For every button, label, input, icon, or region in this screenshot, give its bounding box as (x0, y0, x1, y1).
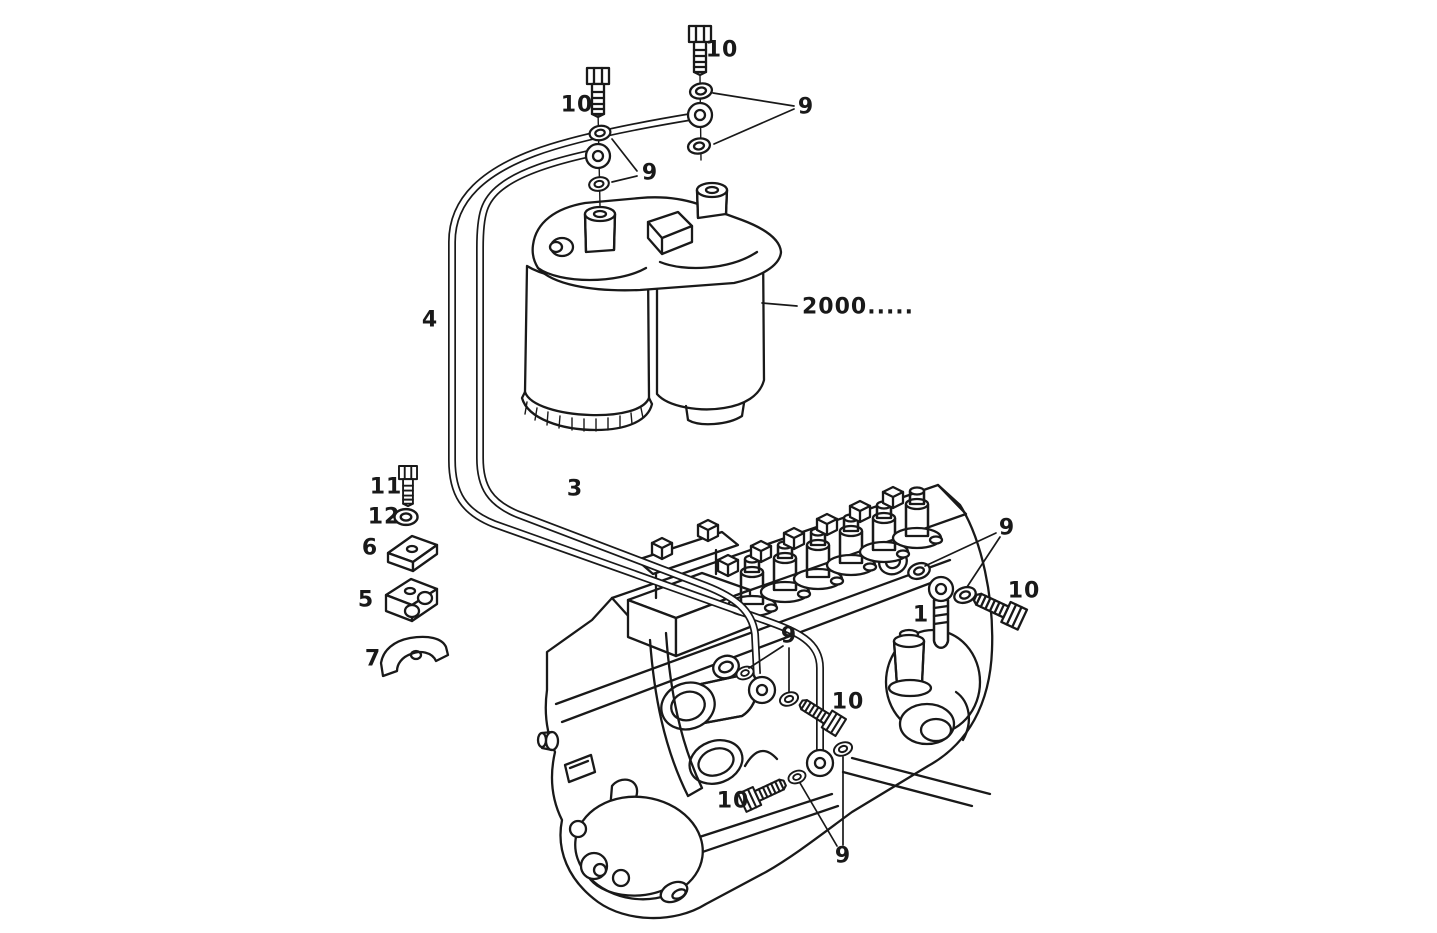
callout-12-washer: 12 (367, 504, 401, 530)
sealing-washer (687, 80, 715, 102)
callout-9-top-left: 9 (641, 160, 659, 186)
callout-10-top-right: 10 (705, 37, 739, 63)
callout-1-fitting: 1 (912, 602, 930, 628)
callout-9-pump-bottom: 9 (834, 843, 852, 869)
sealing-washer (587, 123, 613, 143)
pump-fittings (733, 559, 1029, 813)
callout-4-fuel-line: 4 (421, 307, 439, 333)
fuel-filter-assembly (520, 181, 783, 432)
callout-2000-filter: 2000..... (802, 294, 915, 320)
callout-10-top-left: 10 (560, 92, 594, 118)
callout-9-pump-mid: 9 (780, 623, 798, 649)
fuel-lines (448, 113, 824, 750)
hand-primer (887, 628, 933, 698)
banjo-union-line4 (747, 675, 777, 705)
callout-7-bracket: 7 (364, 646, 382, 672)
front-cover (568, 795, 704, 904)
callout-10-pump-mid: 10 (831, 689, 865, 715)
banjo-union-right (686, 101, 714, 129)
overflow-fitting (927, 575, 955, 649)
filter-outlet-post (695, 181, 729, 220)
sealing-washer (685, 135, 713, 157)
callout-3-fuel-line: 3 (566, 476, 584, 502)
sealing-washer (587, 174, 611, 194)
banjo-union-line3 (805, 748, 835, 778)
callout-9-top-right: 9 (797, 94, 815, 120)
filter-mounting-hardware (584, 24, 715, 207)
clamp-parts (379, 465, 450, 678)
callout-11-bolt: 11 (369, 474, 403, 500)
callout-5-clamp: 5 (357, 587, 375, 613)
callout-10-pump-bottom: 10 (716, 788, 750, 814)
leader-lines (611, 92, 1001, 847)
banjo-union-left (584, 142, 612, 170)
filter-head (531, 196, 783, 292)
clamp-lower-half (384, 577, 439, 623)
clamp-bracket (379, 635, 450, 678)
callout-6-clamp: 6 (361, 535, 379, 561)
callout-10-pump-right: 10 (1007, 578, 1041, 604)
clamp-upper-half (386, 534, 439, 573)
callout-9-pump-right: 9 (998, 515, 1016, 541)
filter-inlet-post (583, 205, 617, 254)
